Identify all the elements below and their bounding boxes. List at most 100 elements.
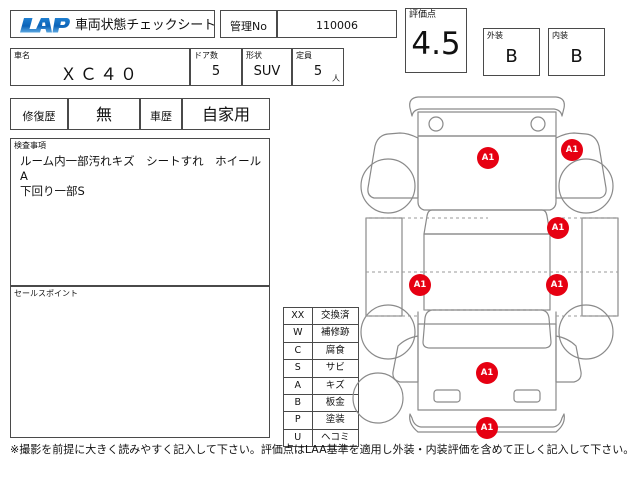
legend-meaning: 補修跡: [311, 324, 360, 343]
seat-capacity-label: 定員: [296, 51, 312, 60]
legend-row: W 補修跡: [283, 324, 360, 343]
legend-code: S: [283, 359, 313, 378]
door-count-label: ドア数: [194, 51, 218, 60]
sheet-title-box: 車両状態チェックシート: [10, 10, 216, 38]
damage-marker-hood[interactable]: A1: [477, 147, 499, 169]
legend-meaning: 塗装: [311, 411, 360, 430]
front-left-lamp: [428, 116, 444, 132]
vehicle-outline-svg: [352, 96, 619, 433]
car-name-box: 車名 ＸＣ４０: [10, 48, 190, 86]
rear-left-lamp: [433, 389, 461, 403]
legend-code: A: [283, 376, 313, 396]
legend-code: U: [283, 428, 313, 448]
legend-code: C: [283, 341, 313, 361]
usage-history-value: 自家用: [201, 105, 250, 124]
repair-history-value-box: 無: [68, 98, 140, 130]
legend-row: B 板金: [283, 394, 360, 413]
interior-grade-value: B: [570, 46, 583, 67]
score-value: 4.5: [411, 26, 461, 62]
interior-grade-box: 内装 B: [548, 28, 605, 76]
left-side-panel: [365, 217, 403, 317]
usage-history-label: 車歴: [150, 110, 172, 123]
body-shape-box: 形状 SUV: [242, 48, 292, 86]
door-count-box: ドア数 5: [190, 48, 242, 86]
damage-marker-right-front-door[interactable]: A1: [547, 217, 569, 239]
legend-code: XX: [283, 306, 313, 326]
legend-meaning: 板金: [311, 394, 360, 413]
front-right-wheel: [558, 158, 614, 214]
front-grille-panel: [417, 111, 557, 137]
legend-code: P: [283, 411, 313, 430]
fold-lines: [366, 217, 618, 317]
score-box: 評価点 4.5: [405, 8, 467, 73]
front-bumper-outline: [409, 96, 565, 117]
legend-row: C 腐食: [283, 341, 360, 361]
exterior-grade-label: 外装: [487, 31, 503, 40]
sales-point-box: セールスポイント: [10, 286, 270, 438]
car-name-value: ＸＣ４０: [60, 65, 140, 85]
seat-capacity-value: 5: [313, 64, 323, 79]
inspection-items-label: 検査事項: [14, 141, 46, 150]
exterior-grade-value: B: [505, 46, 518, 67]
legend-code: B: [283, 394, 313, 413]
vehicle-damage-diagram: A1 A1 A1 A1 A1 A1 A1: [348, 92, 636, 440]
score-label: 評価点: [409, 10, 437, 20]
legend-meaning: ヘコミ: [311, 428, 360, 448]
spare-wheel-outline: [352, 372, 404, 424]
rear-left-fender: [392, 311, 419, 383]
exterior-grade-box: 外装 B: [483, 28, 540, 76]
rear-right-lamp: [513, 389, 541, 403]
legend-meaning: キズ: [311, 376, 360, 396]
door-count-value: 5: [211, 64, 221, 79]
repair-history-label: 修復歴: [22, 110, 56, 123]
hood-outline: [417, 135, 557, 211]
rear-right-wheel: [558, 304, 614, 360]
legend-code: W: [283, 324, 313, 343]
legend-row: S サビ: [283, 359, 360, 378]
management-no-label-box: 管理No: [220, 10, 277, 38]
windshield-outline: [423, 209, 551, 235]
seat-capacity-unit: 人: [332, 74, 340, 83]
legend-row: P 塗装: [283, 411, 360, 430]
repair-history-label-box: 修復歴: [10, 98, 68, 130]
damage-marker-left-rear-panel[interactable]: A1: [409, 274, 431, 296]
front-right-fender: [555, 132, 607, 199]
management-no-value: 110006: [316, 19, 358, 32]
seat-capacity-box: 定員 5 人: [292, 48, 344, 86]
usage-history-value-box: 自家用: [182, 98, 270, 130]
sales-point-label: セールスポイント: [14, 289, 78, 298]
trunk-outline: [417, 323, 557, 411]
legend-meaning: 腐食: [311, 341, 360, 361]
legend-row: U ヘコミ: [283, 428, 360, 448]
legend-body: XX 交換済 W 補修跡 C 腐食 S サビ A キズ B 板金: [283, 306, 360, 448]
body-shape-label: 形状: [246, 51, 262, 60]
legend-meaning: 交換済: [311, 306, 360, 326]
damage-marker-rear-bumper[interactable]: A1: [476, 417, 498, 439]
legend-meaning: サビ: [311, 359, 360, 378]
sheet-title: 車両状態チェックシート: [75, 18, 216, 33]
rear-bumper-outline: [409, 413, 565, 433]
rear-left-wheel: [360, 304, 416, 360]
rear-window-outline: [422, 309, 552, 349]
front-left-fender: [367, 132, 419, 199]
damage-marker-front-right-fender[interactable]: A1: [561, 139, 583, 161]
legend-row: XX 交換済: [283, 306, 360, 326]
right-side-panel: [581, 217, 619, 317]
front-left-wheel: [360, 158, 416, 214]
damage-marker-right-rear-panel[interactable]: A1: [546, 274, 568, 296]
footer-note: ※撮影を前提に大きく読みやすく記入して下さい。評価点はLAA基準を適用し外装・内…: [10, 443, 635, 456]
inspection-items-box: 検査事項 ルーム内一部汚れキズ シートすれ ホイールA 下回り一部S: [10, 138, 270, 286]
inspection-items-text: ルーム内一部汚れキズ シートすれ ホイールA 下回り一部S: [20, 154, 262, 198]
usage-history-label-box: 車歴: [140, 98, 182, 130]
legend-row: A キズ: [283, 376, 360, 396]
damage-marker-trunk[interactable]: A1: [476, 362, 498, 384]
interior-grade-label: 内装: [552, 31, 568, 40]
repair-history-value: 無: [95, 105, 112, 124]
damage-code-legend: XX 交換済 W 補修跡 C 腐食 S サビ A キズ B 板金: [283, 306, 360, 448]
body-shape-value: SUV: [253, 64, 281, 79]
rear-right-fender: [555, 311, 582, 383]
management-no-label: 管理No: [230, 20, 267, 33]
car-name-label: 車名: [14, 51, 30, 60]
lap-logo-icon: [20, 18, 70, 33]
